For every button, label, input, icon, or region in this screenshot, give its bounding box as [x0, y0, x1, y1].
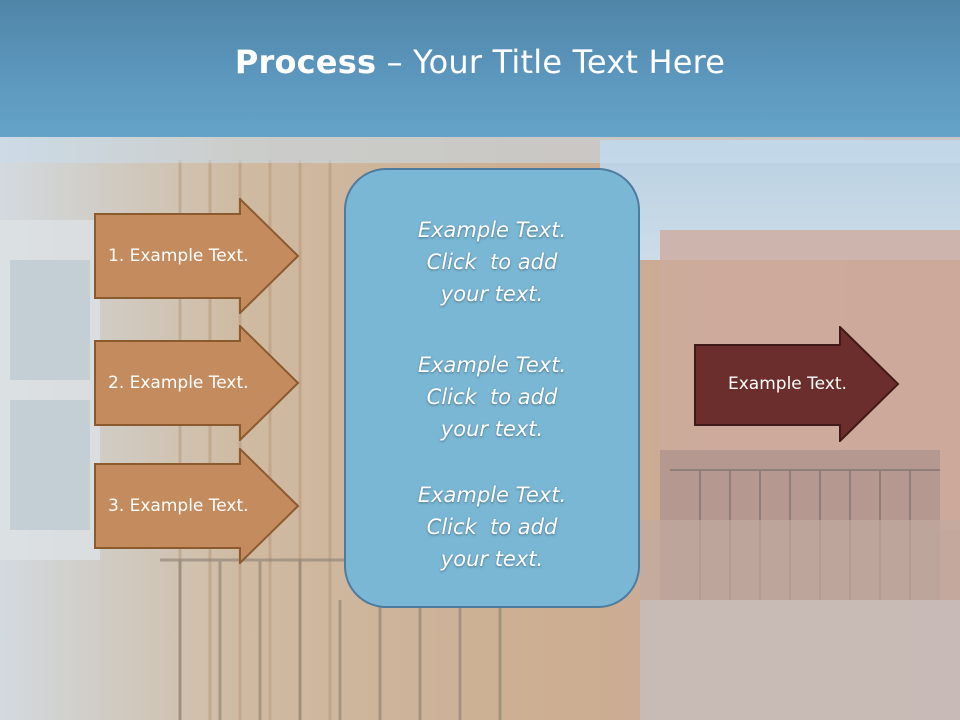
- center-block-2-line-2: Click to add: [426, 385, 558, 409]
- center-block-1-line-2: Click to add: [426, 250, 558, 274]
- result-arrow-shape: [694, 326, 900, 442]
- result-arrow[interactable]: Example Text.: [694, 326, 900, 442]
- arrow-3-shape: [94, 448, 300, 564]
- slide-title: Process – Your Title Text Here: [235, 43, 725, 81]
- center-text-block-1: Example Text. Click to add your text.: [418, 214, 566, 310]
- center-text-block-3: Example Text. Click to add your text.: [418, 479, 566, 575]
- result-arrow-label: Example Text.: [728, 374, 847, 394]
- process-step-2-label: 2. Example Text.: [108, 373, 249, 393]
- center-block-3-line-1: Example Text.: [417, 483, 567, 507]
- center-block-2-line-1: Example Text.: [417, 353, 567, 377]
- center-block-1-line-3: your text.: [440, 282, 544, 306]
- arrow-1-shape: [94, 198, 300, 314]
- process-step-3-label: 3. Example Text.: [108, 496, 249, 516]
- title-bar: Process – Your Title Text Here: [0, 0, 960, 137]
- slide-title-bold: Process: [234, 42, 377, 81]
- center-text-block-2: Example Text. Click to add your text.: [418, 349, 566, 445]
- arrow-2-shape: [94, 325, 300, 441]
- slide-title-rest: – Your Title Text Here: [376, 42, 726, 81]
- process-step-1-arrow[interactable]: 1. Example Text.: [94, 198, 300, 314]
- process-step-3-arrow[interactable]: 3. Example Text.: [94, 448, 300, 564]
- center-text-box[interactable]: Example Text. Click to add your text. Ex…: [344, 168, 640, 608]
- process-step-2-arrow[interactable]: 2. Example Text.: [94, 325, 300, 441]
- center-block-1-line-1: Example Text.: [417, 218, 567, 242]
- process-step-1-label: 1. Example Text.: [108, 246, 249, 266]
- center-block-3-line-3: your text.: [440, 547, 544, 571]
- center-block-2-line-3: your text.: [440, 417, 544, 441]
- center-block-3-line-2: Click to add: [426, 515, 558, 539]
- title-underband: [0, 137, 960, 163]
